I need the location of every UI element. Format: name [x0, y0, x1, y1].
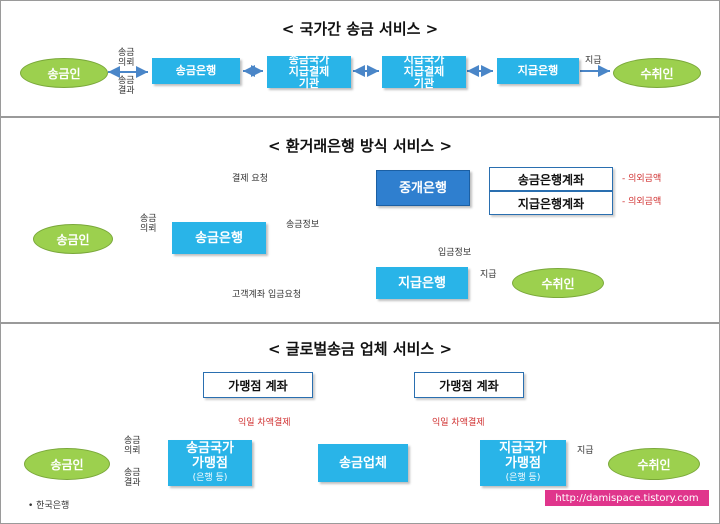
s1-sending-org-line3: 기관 [298, 77, 320, 90]
s3-receiving-merchant-note: (은행 등) [505, 472, 541, 483]
s2-request-line2: 의뢰 [140, 224, 157, 234]
s1-receiving-country-org-box: 지급국가 지급결제 기관 [382, 53, 466, 90]
s1-receiving-org-line2: 지급결제 [403, 65, 445, 78]
s3-pay-label: 지급 [577, 446, 594, 456]
s2-paying-bank-box: 지급은행 [376, 267, 468, 299]
s1-flow-send: 송금 [118, 48, 135, 58]
s3-receiving-merchant-line2: 가맹점 [505, 455, 541, 471]
s3-flow-send: 송금 [124, 436, 141, 446]
s3-company-box: 송금업체 [318, 444, 408, 482]
s3-sending-merchant-note: (은행 등) [192, 472, 228, 483]
s3-settle-left-label: 익일 차액결제 [238, 418, 291, 428]
s2-settlement-request-label: 결제 요청 [232, 174, 268, 184]
s3-receiving-merchant-line1: 지급국가 [499, 440, 547, 456]
s3-settle-right-label: 익일 차액결제 [432, 418, 485, 428]
s2-account-box-sending: 송금은행계좌 [489, 167, 613, 191]
s2-account-note-1: - 의외금액 [622, 174, 662, 184]
s1-sending-country-org-box: 송금국가 지급결제 기관 [267, 53, 351, 90]
s2-account-box-paying: 지급은행계좌 [489, 191, 613, 215]
s3-receiving-merchant-box: 지급국가 가맹점 (은행 등) [480, 440, 566, 486]
s1-flow-request: 의뢰 [118, 58, 135, 68]
section-3-title: < 글로벌송금 업체 서비스 > [267, 340, 453, 358]
s3-sending-merchant-line1: 송금국가 [186, 440, 234, 456]
s3-remitter-node: 송금인 [24, 448, 110, 480]
s3-flow-send2: 송금 [124, 468, 141, 478]
s2-remit-info-label: 송금정보 [286, 220, 320, 230]
s3-flow-request: 의뢰 [124, 446, 141, 456]
section-2-title: < 환거래은행 방식 서비스 > [267, 137, 453, 155]
s2-request-line1: 송금 [140, 214, 157, 224]
s3-sending-merchant-box: 송금국가 가맹점 (은행 등) [168, 440, 252, 486]
s2-account-note-2: - 의외금액 [622, 197, 662, 207]
s3-merchant-account-left: 가맹점 계좌 [203, 372, 313, 398]
s1-receiving-org-line3: 기관 [413, 77, 435, 90]
section-1-title: < 국가간 송금 서비스 > [281, 20, 439, 38]
s2-remitter-node: 송금인 [33, 224, 113, 254]
s1-receiving-org-line1: 지급국가 [403, 53, 445, 66]
s2-pay-label: 지급 [480, 270, 497, 280]
section-interbank-panel [0, 0, 720, 117]
s2-intermediary-bank-box: 중개은행 [376, 170, 470, 206]
s1-sending-org-line2: 지급결제 [288, 65, 330, 78]
s3-flow-result: 결과 [124, 478, 141, 488]
s2-sending-bank-box: 송금은행 [172, 222, 266, 254]
s1-remitter-node: 송금인 [20, 58, 108, 88]
s1-recipient-node: 수취인 [613, 58, 701, 88]
s2-recipient-node: 수취인 [512, 268, 604, 298]
s1-pay-label: 지급 [585, 56, 602, 66]
s2-deposit-info-label: 입금정보 [438, 248, 472, 258]
s1-sending-bank-box: 송금은행 [152, 58, 240, 84]
s1-flow-send2: 송금 [118, 76, 135, 86]
s2-customer-deposit-request-label: 고객계좌 입금요청 [232, 290, 302, 300]
s1-paying-bank-box: 지급은행 [497, 58, 579, 84]
s3-merchant-account-right: 가맹점 계좌 [414, 372, 524, 398]
s1-flow-result: 결과 [118, 86, 135, 96]
s3-recipient-node: 수취인 [608, 448, 700, 480]
s3-sending-merchant-line2: 가맹점 [192, 455, 228, 471]
s3-footnote: • 한국은행 [28, 501, 70, 511]
s1-sending-org-line1: 송금국가 [288, 53, 330, 66]
watermark-url: http://damispace.tistory.com [545, 490, 709, 506]
